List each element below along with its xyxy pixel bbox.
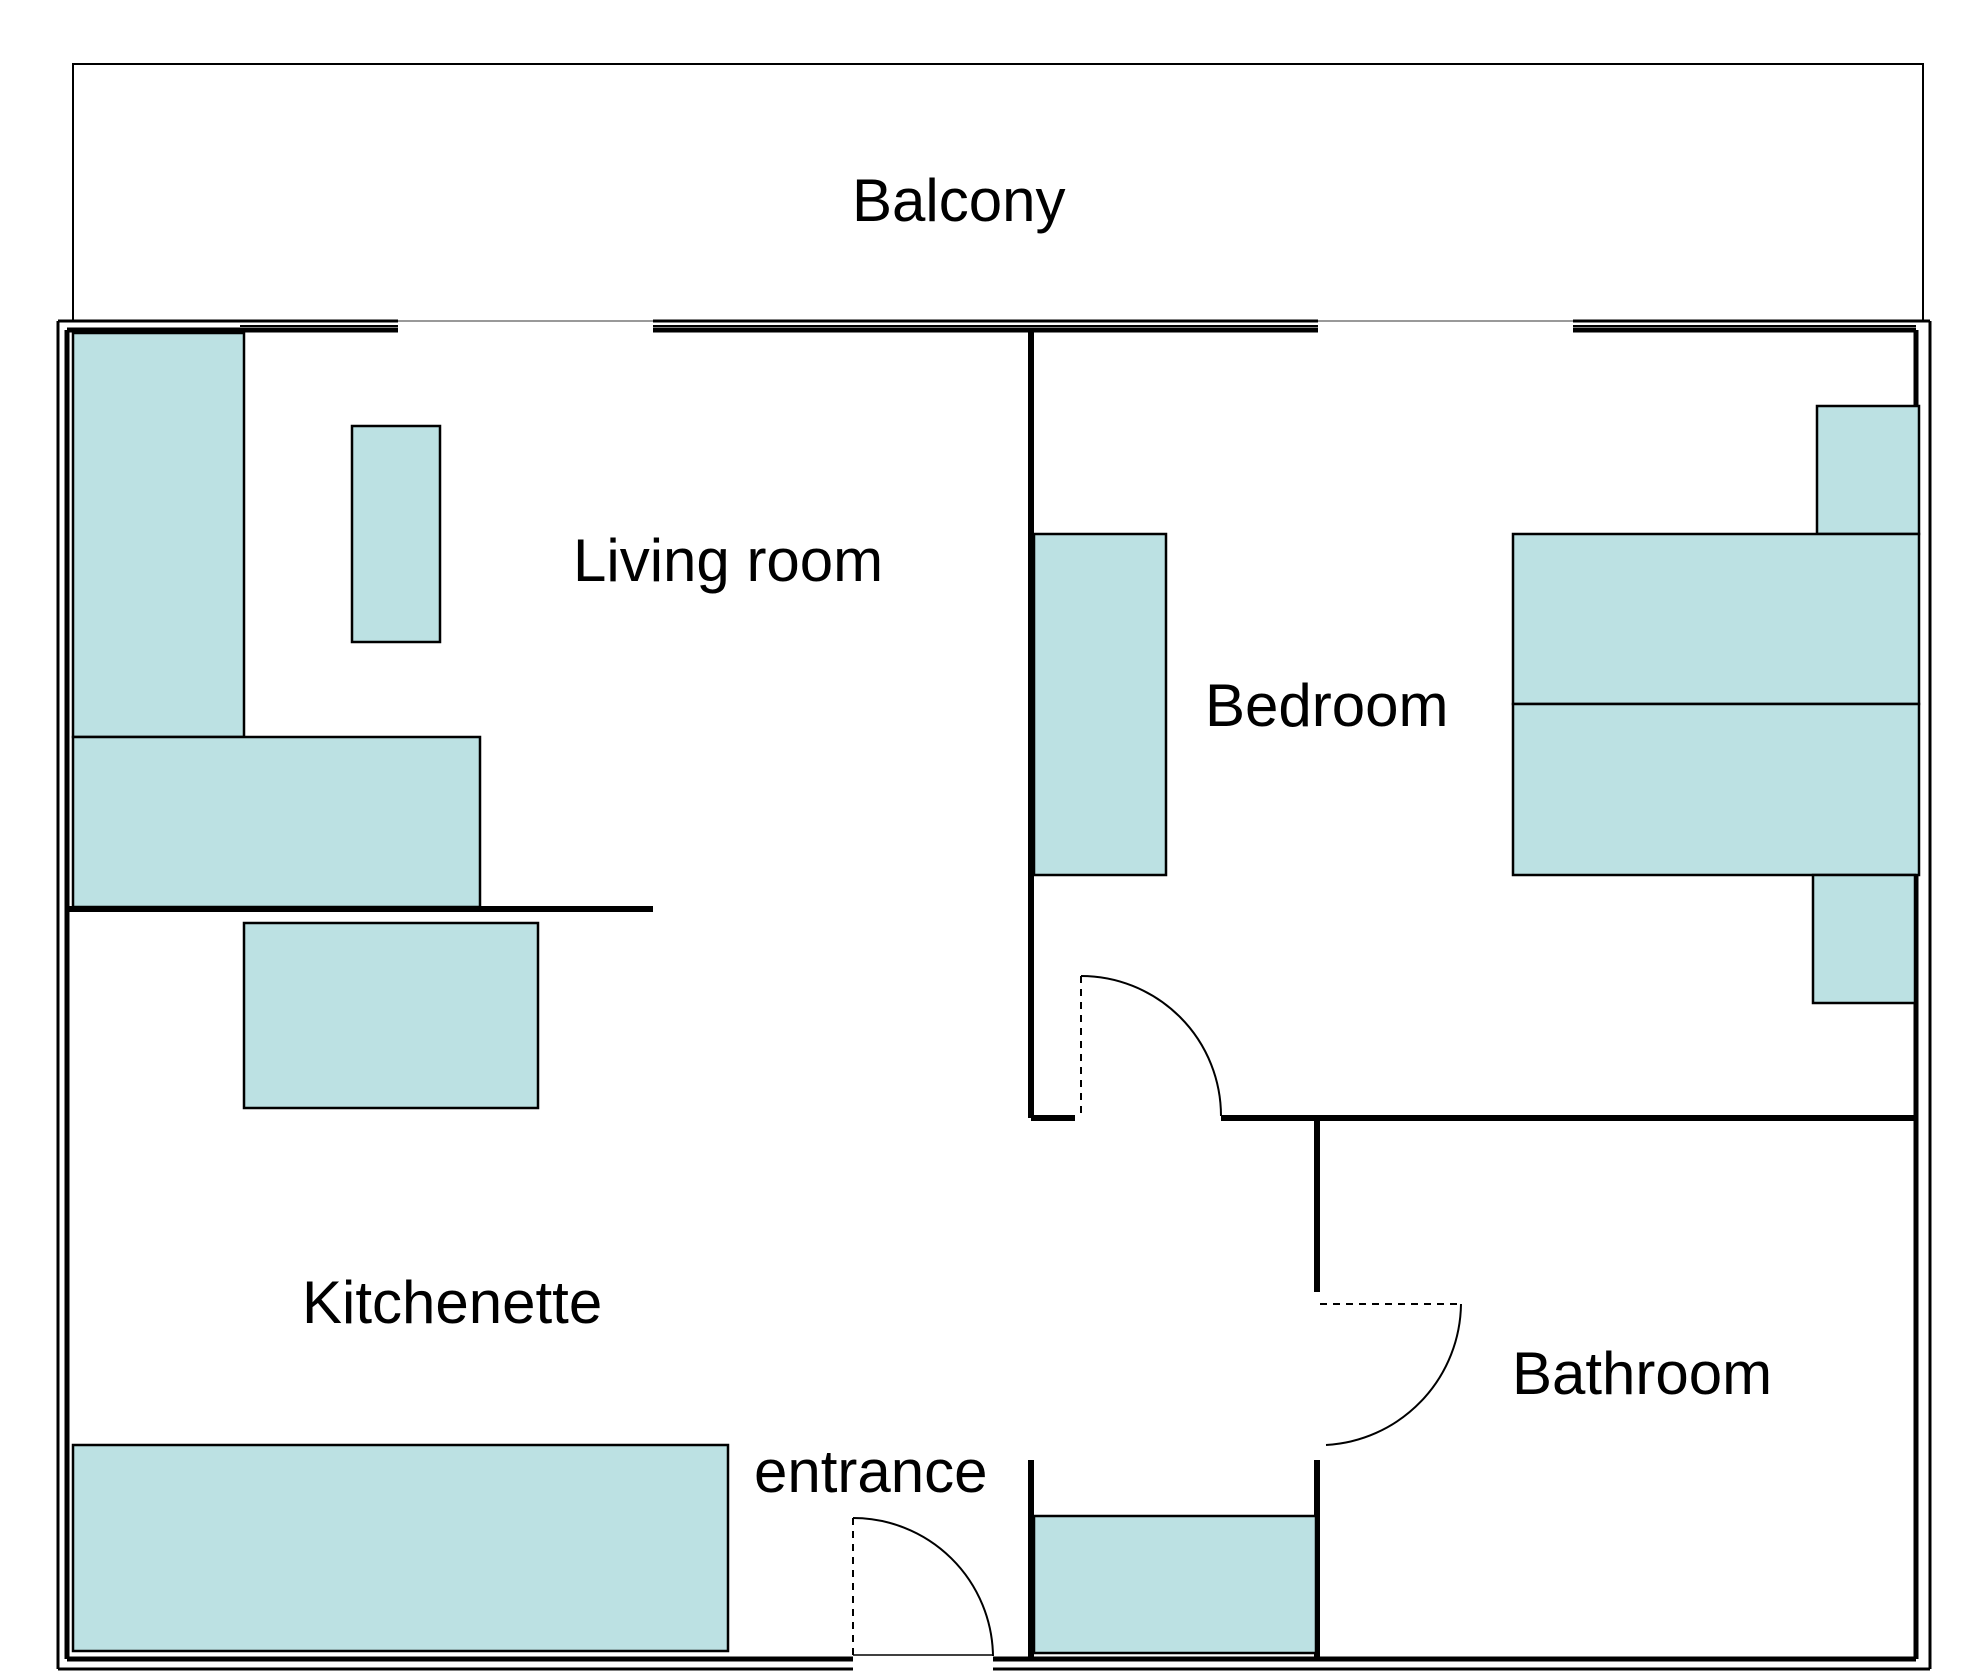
bedside-table-bottom — [1811, 873, 1917, 1005]
living-room-label: Living room — [573, 527, 883, 594]
interior-walls — [67, 330, 1916, 1659]
kitchenette-label: Kitchenette — [302, 1269, 602, 1336]
bed-half-top — [1511, 532, 1921, 706]
kitchen-counter — [71, 1443, 730, 1653]
living-room-cabinet — [71, 331, 246, 739]
entrance-label: entrance — [754, 1438, 988, 1505]
entrance-door — [852, 1517, 994, 1659]
bedroom-label: Bedroom — [1205, 672, 1448, 739]
entrance-cabinet — [1032, 1514, 1318, 1655]
bedroom-door — [1080, 975, 1222, 1118]
living-room-sofa — [71, 735, 482, 909]
furniture — [71, 331, 1921, 1655]
coffee-table — [350, 424, 442, 644]
balcony-label: Balcony — [852, 167, 1065, 234]
bathroom-label: Bathroom — [1512, 1340, 1772, 1407]
dining-table — [242, 921, 540, 1110]
bedroom-wardrobe — [1032, 532, 1168, 877]
bathroom-door — [1320, 1303, 1462, 1446]
doors — [852, 975, 1462, 1659]
bedside-table-top — [1815, 404, 1921, 536]
bed-half-bottom — [1511, 702, 1921, 877]
